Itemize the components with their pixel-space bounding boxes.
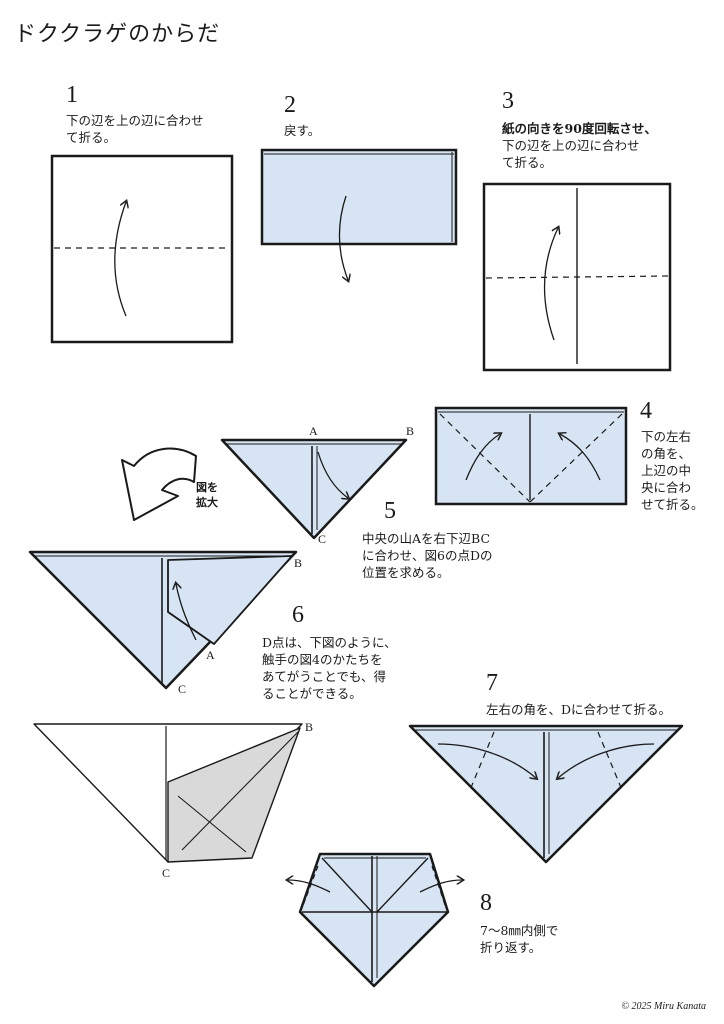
step-1-text: 下の辺を上の辺に合わせ て折る。: [66, 113, 204, 145]
step-1-diagram: [50, 154, 234, 344]
step-6-number: 6: [292, 602, 304, 628]
fold-right-arrow: [558, 743, 655, 778]
enlarge-label: 図を 拡大: [196, 481, 218, 509]
copyright: © 2025 Miru Kanata: [621, 1001, 706, 1012]
fold-up-arrow: [543, 228, 558, 341]
triangle-paper: [220, 438, 408, 540]
label-b-lower: B: [305, 720, 314, 734]
step-7-number: 7: [486, 670, 498, 696]
label-b-step6: B: [294, 556, 303, 570]
step-4-diagram: [434, 406, 628, 506]
tentacle-shape: [167, 727, 301, 863]
fold-up-arrow: [114, 202, 126, 317]
fold-back-right-arrow: [419, 880, 462, 893]
step-5-text: 中央の山Aを右下辺BC に合わせ、図6の点Dの 位置を求める。: [362, 531, 493, 580]
label-b-step5: B: [406, 424, 415, 438]
step-4-number: 4: [640, 398, 652, 424]
label-c-step5: C: [318, 532, 327, 546]
step-2-text: 戻す。: [284, 123, 321, 138]
folded-rectangle: [434, 406, 628, 506]
step-7-text: 左右の角を、Dに合わせて折る。: [486, 702, 672, 717]
step-1-number: 1: [66, 82, 78, 108]
enlarge-arrow-icon: [121, 447, 197, 521]
triangle-paper: [408, 724, 684, 864]
step-7-diagram: [408, 724, 684, 864]
step-4-text: 下の左右 の角を、 上辺の中 央に合わ せて折る。: [641, 429, 704, 512]
step-3-number: 3: [502, 88, 514, 114]
label-a-step5: A: [309, 424, 318, 438]
fold-left-arrow: [437, 743, 536, 778]
fold-left-arrow: [465, 434, 500, 481]
step-8-text: 7〜8㎜内側で 折り返す。: [480, 923, 559, 955]
step-5-diagram: [220, 438, 408, 540]
square-paper: [50, 154, 234, 344]
step-6-diagram: [28, 550, 298, 690]
step-6-text: D点は、下図のように、 触手の図4のかたちを あてがうことでも、得 ることができ…: [262, 635, 397, 701]
unfold-arrow: [338, 195, 348, 280]
folded-rectangle: [260, 148, 458, 246]
fold-arrow: [317, 451, 348, 498]
step-3-diagram: [482, 182, 672, 372]
page-title: ドククラゲのからだ: [14, 22, 221, 47]
label-c-step6: C: [178, 682, 187, 696]
step-8-diagram: [288, 852, 462, 988]
fold-arrow: [176, 584, 197, 641]
step-2-number: 2: [284, 92, 296, 118]
label-c-lower: C: [162, 866, 171, 880]
valley-fold-line: [485, 275, 669, 279]
left-fold-line: [439, 413, 531, 503]
step-3-text-bold: 紙の向きを90度回転させ、: [502, 121, 657, 136]
step-3-text: 下の辺を上の辺に合わせ て折る。: [502, 138, 640, 170]
step-8-number: 8: [480, 890, 492, 916]
fold-right-arrow: [560, 434, 601, 481]
body-shape: [298, 852, 450, 988]
step-2-diagram: [260, 148, 458, 280]
reference-diagram: [33, 723, 303, 863]
step-5-number: 5: [384, 498, 396, 524]
fold-back-left-arrow: [288, 880, 331, 893]
label-a-step6: A: [206, 648, 215, 662]
